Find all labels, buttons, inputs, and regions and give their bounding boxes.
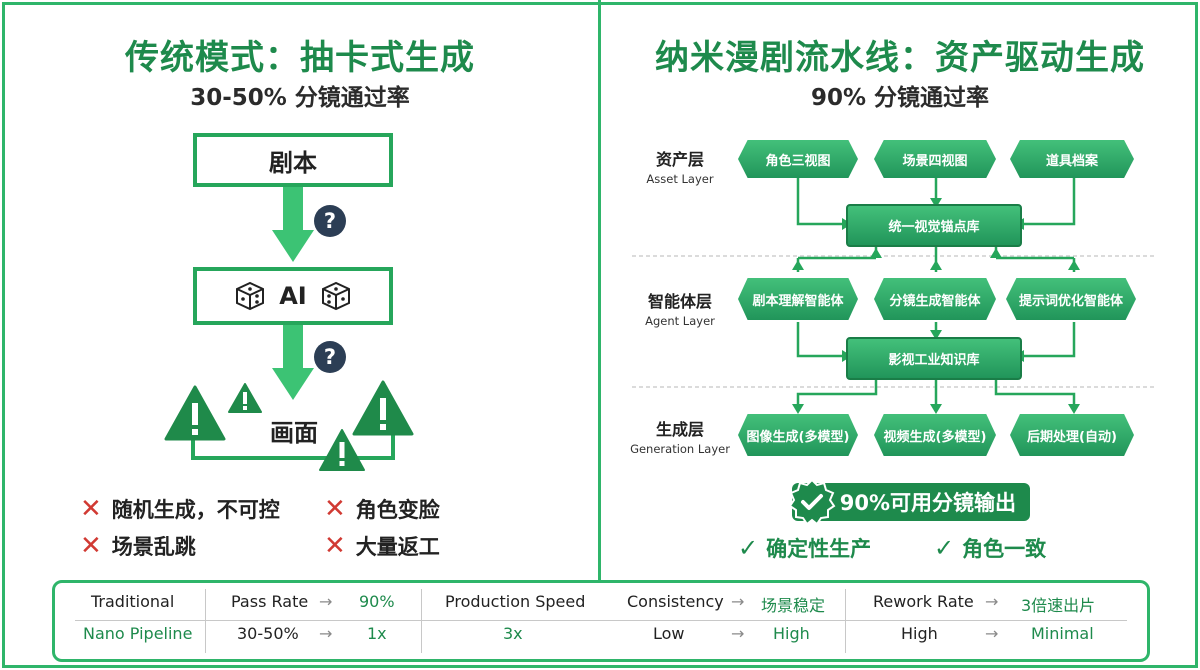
table-cell: 场景稳定 xyxy=(761,596,826,615)
center-divider xyxy=(598,0,601,580)
table-col-divider xyxy=(845,589,846,653)
layer-name-en: Asset Layer xyxy=(646,172,714,186)
pro-item: ✓ 确定性生产 xyxy=(738,533,871,563)
layer-name: 生成层 xyxy=(655,420,704,439)
con-text: 场景乱跳 xyxy=(111,535,196,559)
layer-label-generation: 生成层 Generation Layer xyxy=(615,416,745,456)
asset-node: 道具档案 xyxy=(1010,140,1134,178)
layer-name: 智能体层 xyxy=(647,292,712,311)
table-row-divider xyxy=(75,620,1127,621)
con-text: 大量返工 xyxy=(355,535,440,559)
asset-node: 角色三视图 xyxy=(738,140,858,178)
con-text: 角色变脸 xyxy=(355,498,440,522)
step-ai-box: AI xyxy=(193,267,393,325)
generation-node: 后期处理(自动) xyxy=(1010,414,1134,456)
table-cell: Low xyxy=(653,624,685,643)
table-cell: 3倍速出片 xyxy=(1021,596,1096,615)
dice-icon xyxy=(236,281,265,311)
agent-node: 剧本理解智能体 xyxy=(738,278,858,320)
left-subtitle: 30-50% 分镜通过率 xyxy=(190,85,410,111)
con-item: ✕ 大量返工 xyxy=(324,531,440,561)
cross-icon: ✕ xyxy=(80,531,102,561)
con-item: ✕ 随机生成，不可控 xyxy=(80,494,280,524)
asset-node: 场景四视图 xyxy=(874,140,996,178)
question-mark-icon: ? xyxy=(314,205,346,237)
ai-label: AI xyxy=(279,282,307,310)
check-seal-icon xyxy=(788,478,836,526)
layer-label-asset: 资产层 Asset Layer xyxy=(615,146,745,186)
agent-node: 提示词优化智能体 xyxy=(1006,278,1136,320)
layer-name-en: Generation Layer xyxy=(630,442,730,456)
anchor-hub-node: 统一视觉锚点库 xyxy=(846,204,1022,247)
table-cell: Traditional xyxy=(91,592,175,611)
arrow-icon: → xyxy=(319,592,333,611)
arrow-icon: → xyxy=(731,592,745,611)
warning-icon xyxy=(352,380,414,436)
table-cell: 90% xyxy=(359,592,395,611)
cross-icon: ✕ xyxy=(80,494,102,524)
step-output-label: 画面 xyxy=(270,418,318,447)
warning-icon xyxy=(319,429,365,471)
arrow-head-1 xyxy=(272,230,314,262)
warning-icon xyxy=(228,383,262,413)
con-text: 随机生成，不可控 xyxy=(111,498,280,522)
warning-icon xyxy=(164,385,226,441)
arrow-shaft-1 xyxy=(283,186,303,232)
badge-text: 90%可用分镜输出 xyxy=(839,491,1016,515)
pro-item: ✓ 角色一致 xyxy=(934,533,1046,563)
layer-name: 资产层 xyxy=(655,150,704,169)
con-item: ✕ 场景乱跳 xyxy=(80,531,196,561)
arrow-icon: → xyxy=(985,592,999,611)
table-cell: Production Speed xyxy=(445,592,586,611)
table-col-divider xyxy=(421,589,422,653)
table-cell: Nano Pipeline xyxy=(83,624,193,643)
step-script-box: 剧本 xyxy=(193,133,393,187)
table-cell: 1x xyxy=(367,624,387,643)
dice-icon xyxy=(321,281,350,311)
arrow-icon: → xyxy=(731,624,745,643)
right-title: 纳米漫剧流水线：资产驱动生成 xyxy=(655,38,1145,78)
right-subtitle: 90% 分镜通过率 xyxy=(810,85,990,111)
generation-node: 视频生成(多模型) xyxy=(874,414,996,456)
cross-icon: ✕ xyxy=(324,494,346,524)
arrow-shaft-2 xyxy=(283,324,303,370)
table-cell: High xyxy=(901,624,938,643)
table-cell: Pass Rate xyxy=(231,592,309,611)
arrow-icon: → xyxy=(319,624,333,643)
knowledge-hub-node: 影视工业知识库 xyxy=(846,337,1022,380)
comparison-table: Traditional Pass Rate → 90% Production S… xyxy=(52,580,1150,662)
question-mark-icon: ? xyxy=(314,341,346,373)
left-title: 传统模式：抽卡式生成 xyxy=(125,38,475,78)
table-cell: Rework Rate xyxy=(873,592,974,611)
arrow-head-2 xyxy=(272,368,314,400)
table-cell: High xyxy=(773,624,810,643)
agent-node: 分镜生成智能体 xyxy=(874,278,996,320)
table-col-divider xyxy=(205,589,206,653)
pro-text: 确定性生产 xyxy=(766,537,872,561)
check-icon: ✓ xyxy=(738,534,759,562)
pipeline-connectors xyxy=(632,177,1155,414)
check-icon: ✓ xyxy=(934,534,955,562)
generation-node: 图像生成(多模型) xyxy=(738,414,858,456)
table-cell: Minimal xyxy=(1031,624,1094,643)
layer-label-agent: 智能体层 Agent Layer xyxy=(615,288,745,328)
pro-text: 角色一致 xyxy=(962,537,1047,561)
table-cell: Consistency xyxy=(627,592,724,611)
layer-name-en: Agent Layer xyxy=(645,314,715,328)
table-cell: 3x xyxy=(503,624,523,643)
cross-icon: ✕ xyxy=(324,531,346,561)
table-cell: 30-50% xyxy=(237,624,299,643)
arrow-icon: → xyxy=(985,624,999,643)
con-item: ✕ 角色变脸 xyxy=(324,494,440,524)
